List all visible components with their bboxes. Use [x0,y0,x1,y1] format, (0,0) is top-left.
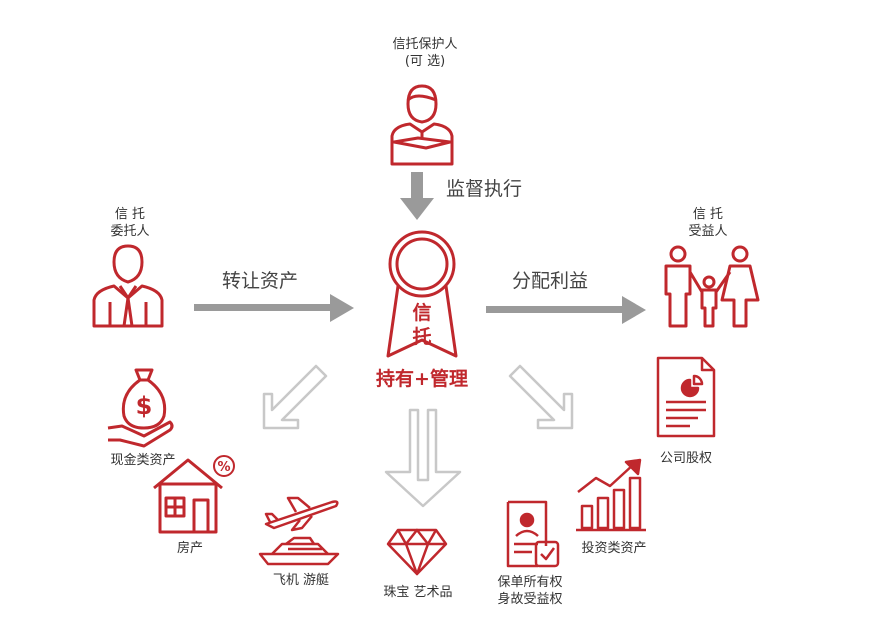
arrow-to-left-assets [262,364,328,430]
plane-yacht-label: 飞机 游艇 [272,573,330,588]
plane-icon [264,496,339,532]
beneficiary-label-line2: 受益人 [688,224,728,239]
family-icon [664,245,760,328]
settlor-icon [92,244,164,328]
insurance-label-line1: 保单所有权 [497,575,563,590]
supervise-arrow [400,172,434,220]
arrow-down-center [384,408,462,508]
protector-label-line2: (可 选) [404,54,446,69]
money-bag-icon: $ [107,368,174,448]
settlor-label-line1: 信 托 [114,207,146,222]
hold-manage-label: 持有+管理 [376,368,468,390]
settlor-label: 信 托 委托人 [90,206,170,240]
trust-badge-icon [386,230,458,358]
settlor-label-line2: 委托人 [110,224,150,239]
beneficiary-label-line1: 信 托 [692,207,724,222]
distribute-label: 分配利益 [512,270,589,292]
supervise-label: 监督执行 [446,178,523,200]
trust-badge-char2: 托 [412,326,432,348]
yacht-icon [258,536,340,566]
cash-assets-label: 现金类资产 [110,453,176,468]
transfer-arrow [194,294,354,322]
equity-report-icon [656,356,716,438]
trust-badge-char1: 信 [412,302,432,324]
house-icon: % [153,455,235,534]
diamond-icon [386,528,448,576]
insurance-label: 保单所有权 身故受益权 [480,574,580,608]
equity-label: 公司股权 [659,451,712,466]
house-label: 房产 [176,541,203,556]
svg-text:$: $ [136,392,153,420]
insurance-document-icon [506,500,560,568]
distribute-arrow [486,296,646,324]
investment-chart-icon [576,458,646,532]
beneficiary-label: 信 托 受益人 [668,206,748,240]
investment-label: 投资类资产 [581,541,647,556]
arrow-to-right-assets [508,364,574,430]
protector-label-line1: 信托保护人 [392,37,458,52]
jewelry-art-label: 珠宝 艺术品 [383,585,453,600]
transfer-label: 转让资产 [222,270,299,292]
svg-text:%: % [217,460,230,475]
insurance-label-line2: 身故受益权 [497,592,563,607]
protector-icon [390,84,454,166]
protector-label: 信托保护人 (可 选) [370,36,480,70]
